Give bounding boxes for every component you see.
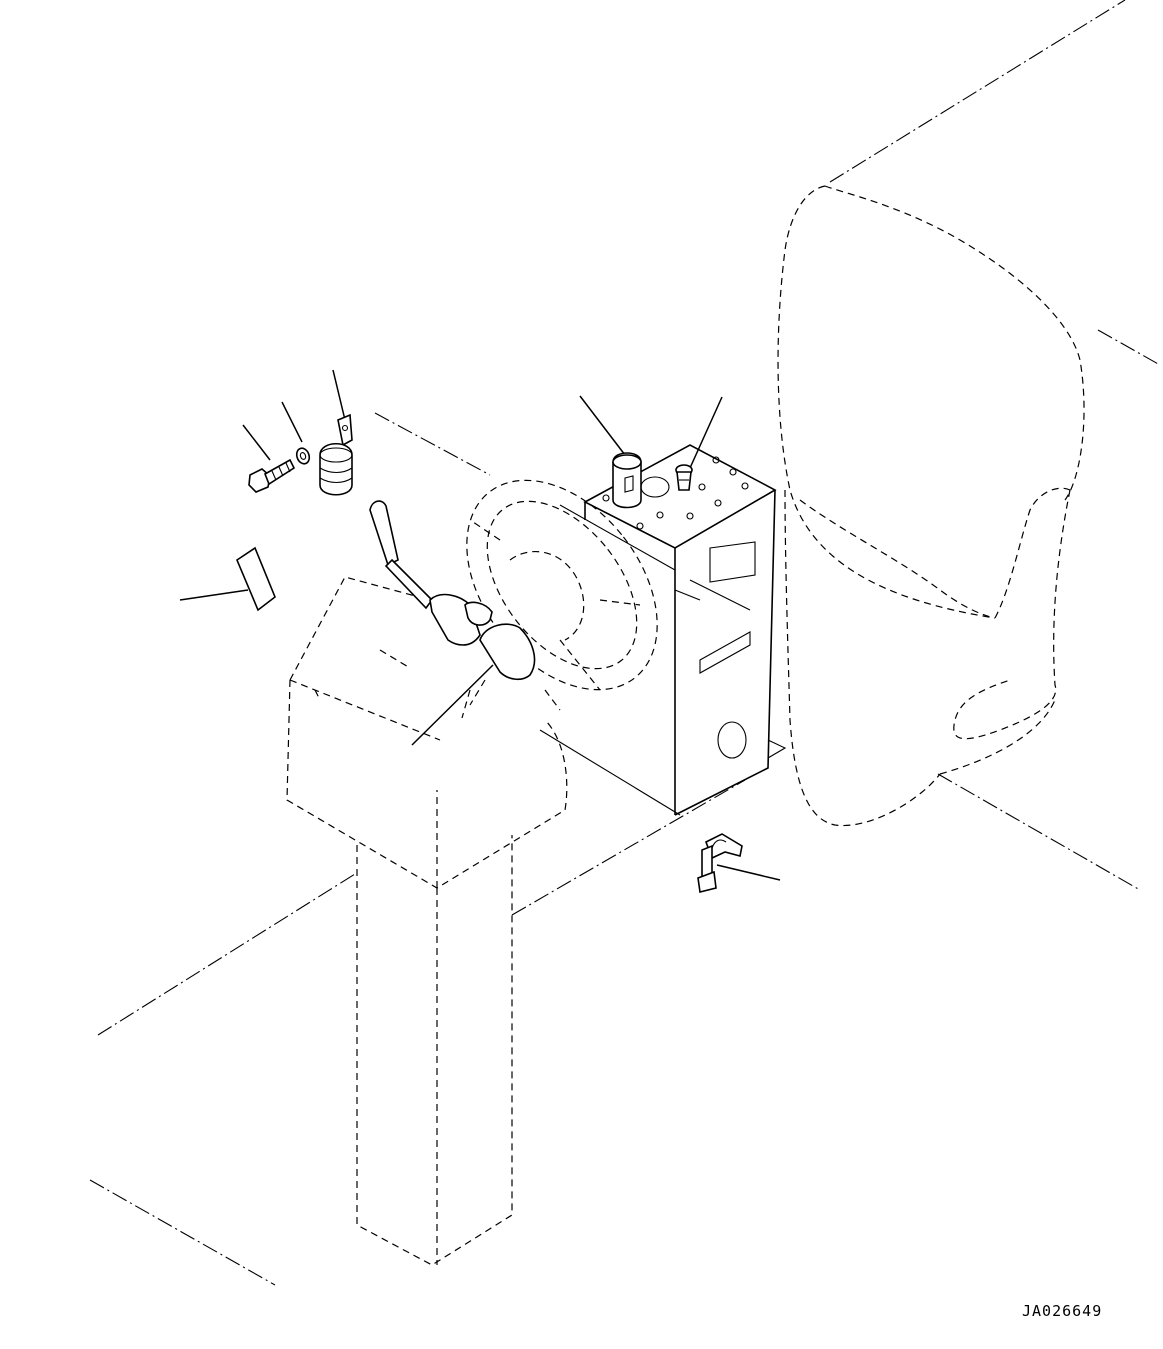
- drawing-reference-code: JA026649: [1022, 1302, 1103, 1320]
- operator-seat: [777, 185, 1085, 827]
- cab-outline-lines: [89, 0, 1161, 1286]
- plug-part: [675, 464, 693, 491]
- label-plate-part: [236, 546, 276, 612]
- wiring-connector-part: [697, 833, 743, 893]
- clamp-part: [319, 413, 353, 496]
- combination-switch-part: [369, 500, 561, 719]
- steering-wheel: [466, 479, 658, 691]
- steering-console: [286, 576, 568, 1266]
- cylinder-cap-part: [612, 452, 642, 509]
- washer-part: [295, 447, 311, 465]
- steering-column-box: [559, 444, 787, 816]
- bolt-part: [248, 458, 296, 493]
- leader-lines: [179, 369, 781, 881]
